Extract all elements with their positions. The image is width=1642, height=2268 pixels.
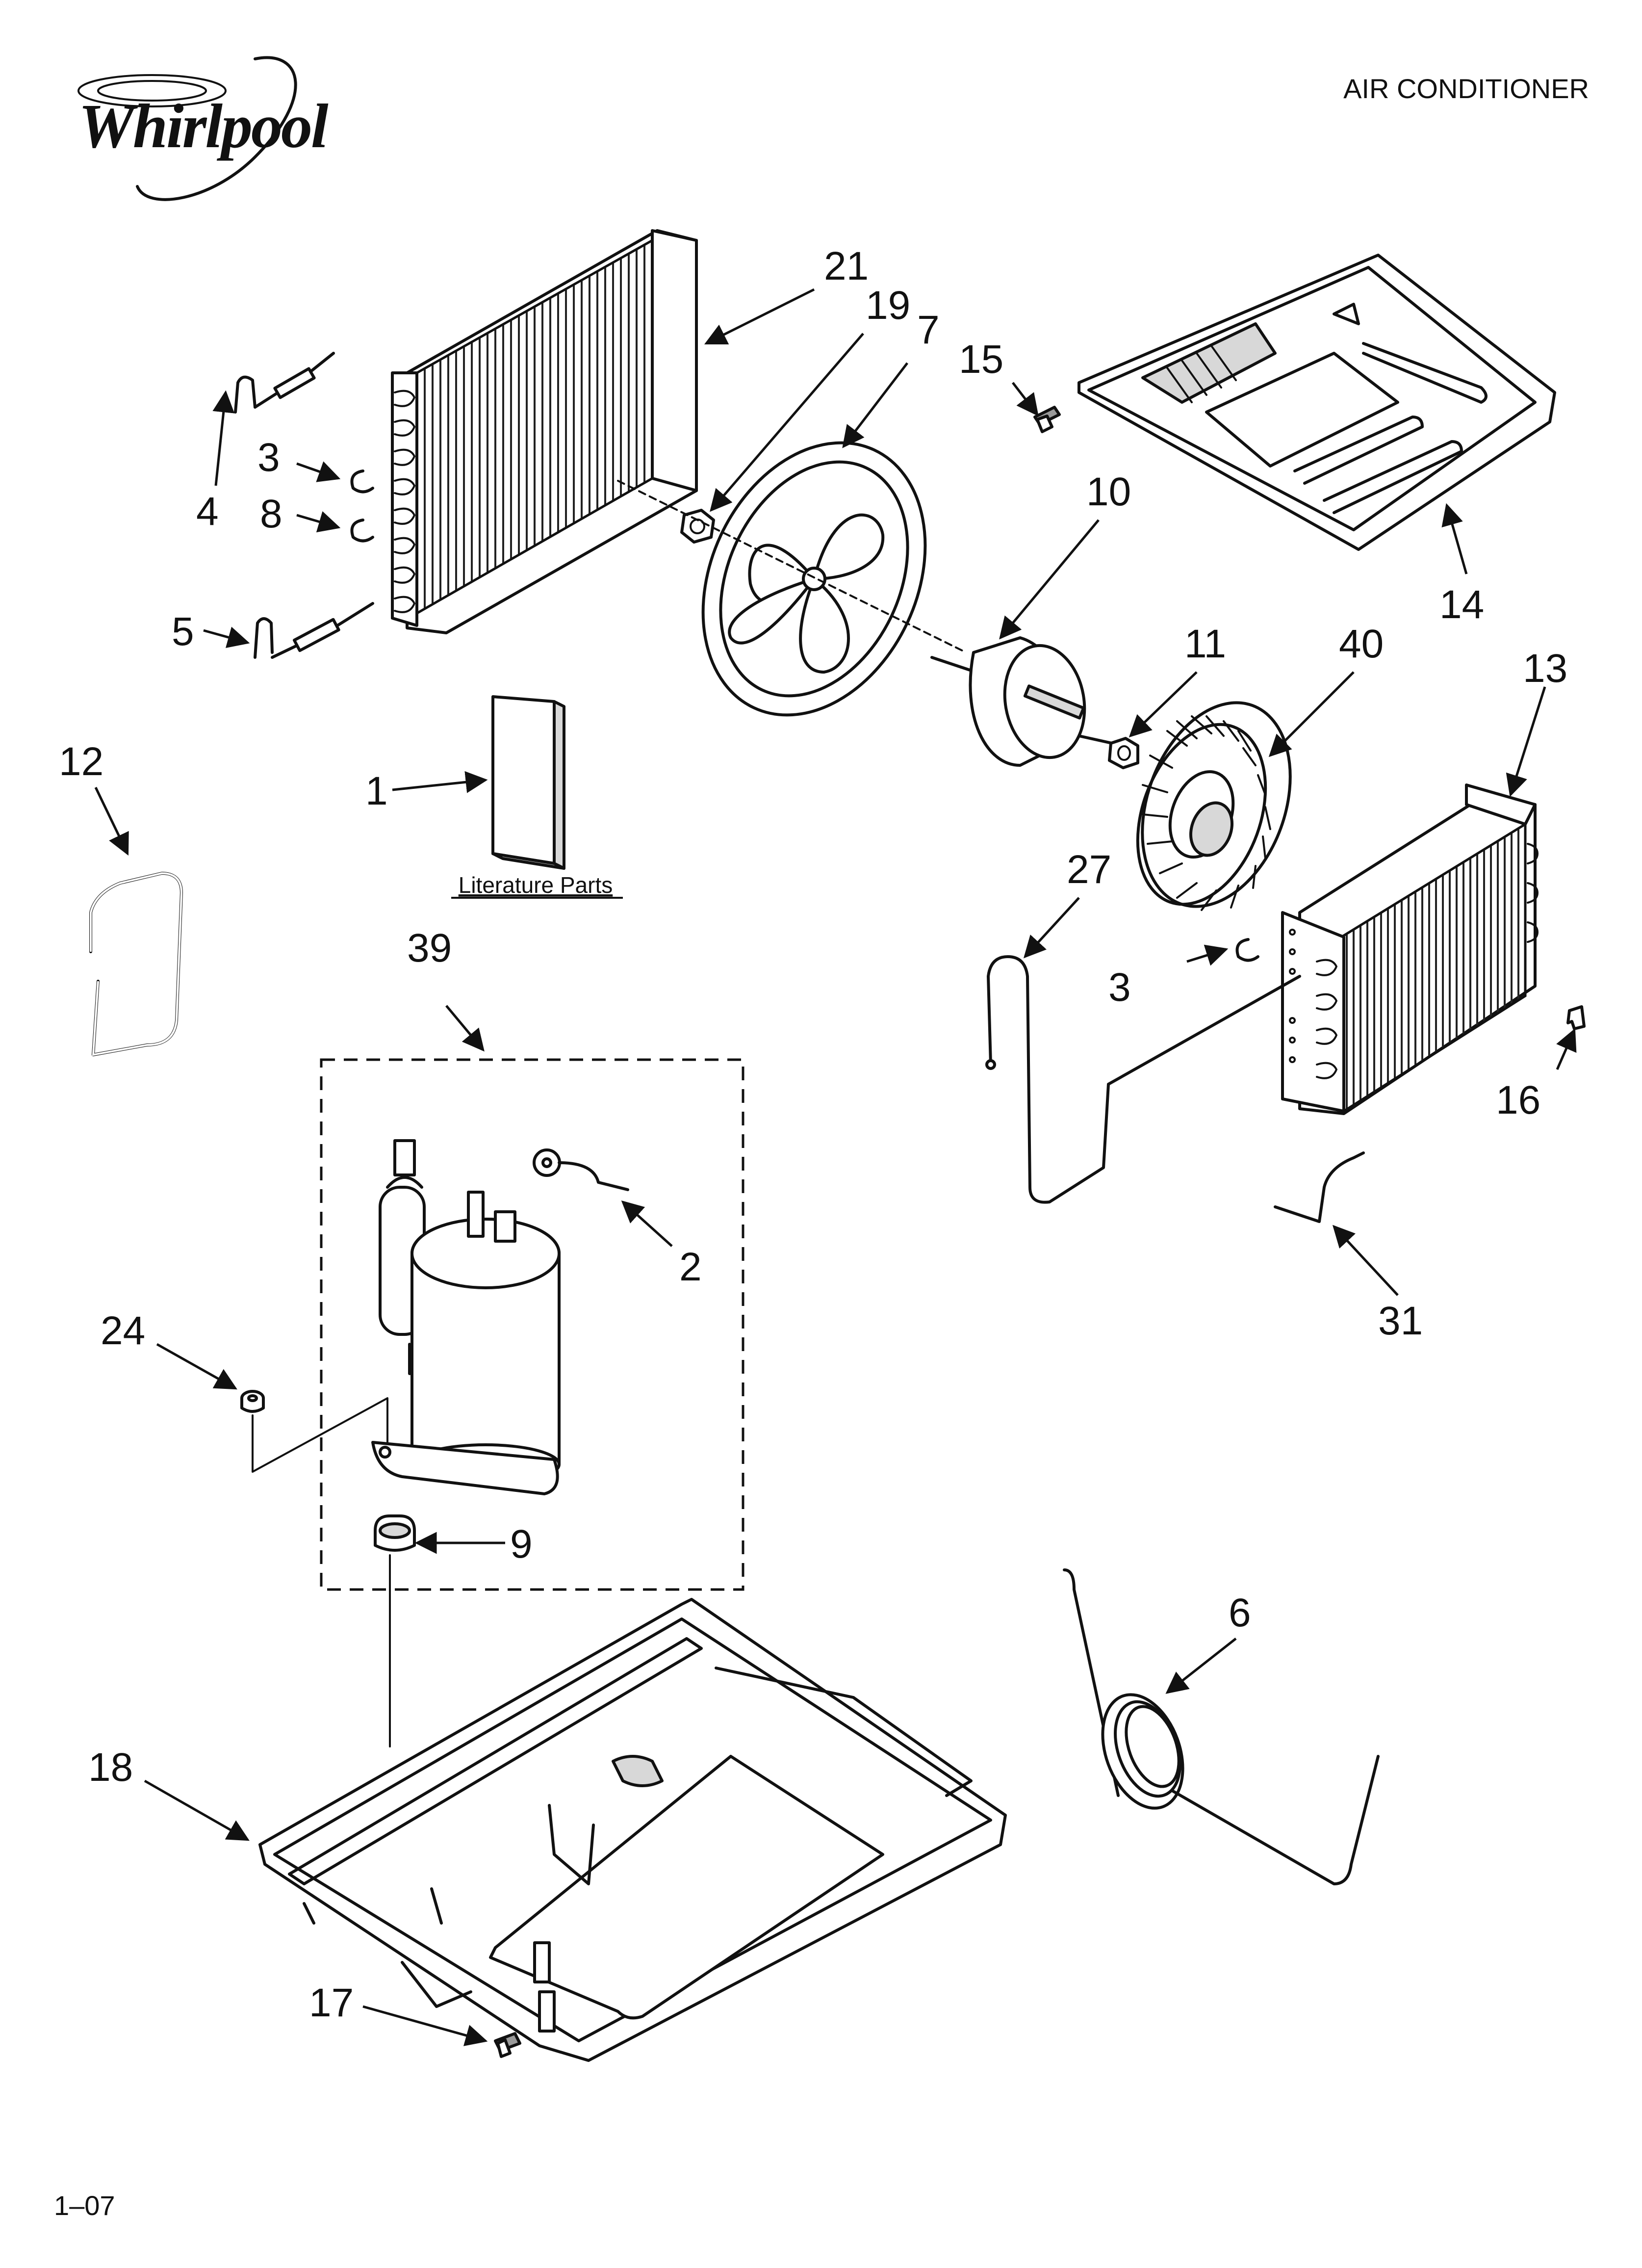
callout-40: 40	[1339, 622, 1384, 666]
callout-16: 16	[1496, 1078, 1540, 1122]
callout-7: 7	[917, 308, 940, 352]
callout-14: 14	[1439, 582, 1484, 627]
callout-19: 19	[866, 283, 910, 328]
callout-39: 39	[407, 926, 452, 970]
callout-3-right: 3	[1108, 965, 1131, 1010]
callout-6: 6	[1229, 1590, 1251, 1635]
whirlpool-logo: Whirlpool	[77, 56, 330, 201]
grommet-9	[374, 1514, 416, 1552]
tube-12-inner	[90, 872, 183, 1056]
callout-13: 13	[1523, 646, 1567, 691]
callout-11: 11	[1184, 622, 1226, 666]
callout-17: 17	[309, 1981, 354, 2025]
callout-31: 31	[1378, 1299, 1423, 1343]
callout-4: 4	[196, 489, 219, 534]
condenser-fan	[701, 441, 927, 717]
logo-wordmark: Whirlpool	[78, 91, 329, 161]
clip-3-right	[1235, 938, 1259, 962]
callout-9: 9	[510, 1522, 533, 1566]
literature-parts	[491, 695, 565, 870]
callout-numbers: 21 19 7 15 14 10 11 40 13 27 3 16 31 3 4…	[59, 244, 1567, 2025]
callout-12: 12	[59, 739, 103, 784]
nut-11	[1108, 737, 1139, 769]
condenser-coil	[391, 229, 698, 634]
nut-24	[240, 1390, 265, 1413]
bracket-16	[1566, 1005, 1586, 1030]
shroud-ring-6	[1063, 1568, 1380, 1885]
tube-5	[254, 602, 374, 659]
callout-10: 10	[1086, 469, 1131, 514]
callout-2: 2	[679, 1245, 702, 1289]
page-code: 1–07	[54, 2190, 115, 2221]
wire-31	[1274, 1151, 1365, 1223]
tube-12	[89, 872, 183, 1056]
compressor	[371, 1139, 561, 1495]
callout-3-left: 3	[257, 435, 280, 480]
screw-17	[494, 2032, 521, 2058]
evaporator-coil	[1281, 783, 1539, 1115]
callout-1: 1	[365, 769, 388, 813]
blower-wheel	[1136, 701, 1292, 911]
screw-15	[1033, 406, 1061, 433]
clip-3-left	[350, 469, 374, 494]
fan-shaft-line	[617, 480, 967, 653]
callout-21: 21	[824, 244, 869, 288]
callout-18: 18	[88, 1745, 133, 1790]
compressor-kit-box	[320, 1058, 744, 1591]
tube-4	[234, 352, 335, 414]
overload-protector-2	[533, 1148, 629, 1191]
top-cover	[1078, 254, 1556, 551]
nut-24-leader	[252, 1397, 388, 1473]
clip-8	[350, 519, 374, 543]
callout-24: 24	[101, 1308, 145, 1353]
callout-15: 15	[959, 337, 1003, 382]
callout-5: 5	[172, 609, 194, 654]
literature-parts-label: Literature Parts	[459, 872, 613, 898]
callout-27: 27	[1067, 847, 1111, 892]
page-title: AIR CONDITIONER	[1343, 73, 1589, 104]
base-pan	[258, 1598, 1007, 2062]
fan-motor	[930, 636, 1125, 767]
capillary-tube-27	[985, 955, 1301, 1204]
callout-8: 8	[260, 492, 282, 536]
callout-leaders	[94, 288, 1577, 2046]
